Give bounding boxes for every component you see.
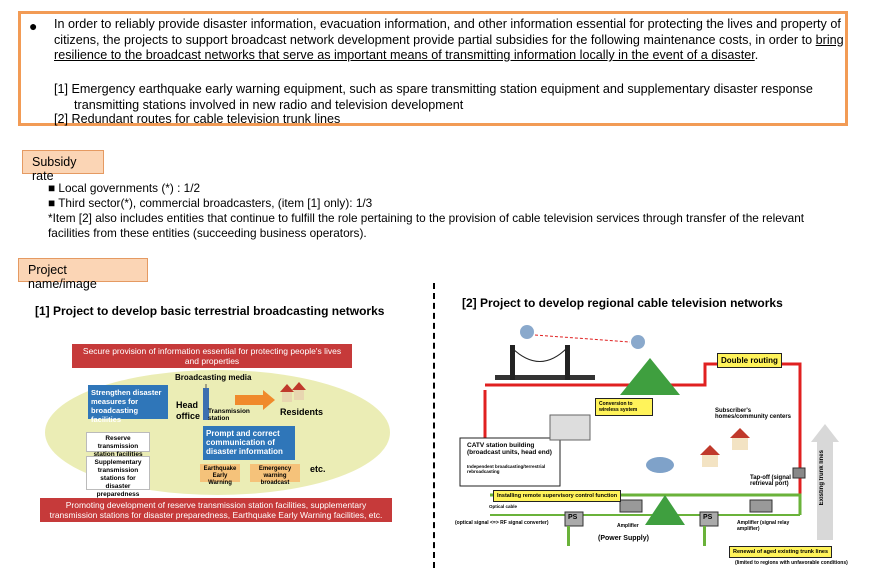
optical-signal-label: (optical signal <=> RF signal converter) (455, 520, 549, 526)
project-tag: Project name/image (18, 258, 148, 291)
project1-title: [1] Project to develop basic terrestrial… (35, 304, 385, 318)
trunk-label: Existing trunk lines (819, 450, 825, 506)
earthquake-box: Earthquake Early Warning (200, 464, 240, 486)
tower-icon (203, 384, 209, 420)
tapoff-label: Tap-off (signal retrieval port) (750, 475, 791, 487)
prompt-box: Prompt and correct communication of disa… (203, 426, 295, 460)
double-routing-label: Double routing (717, 353, 782, 368)
intro-box: ● In order to reliably provide disaster … (18, 11, 848, 126)
diagram-cable: Double routing Conversion to wireless sy… (455, 320, 870, 570)
amplifier2-label: Amplifier (signal relay amplifier) (737, 520, 790, 532)
item1-line1: [1] Emergency earthquake early warning e… (54, 82, 813, 96)
residents-label: Residents (280, 407, 324, 417)
conversion-label: Conversion to wireless system (595, 398, 653, 416)
houses-icon (280, 382, 306, 402)
limited-label: (limited to regions with unfavorable con… (735, 560, 848, 566)
intro-text: In order to reliably provide disaster in… (54, 17, 841, 47)
rate-third-sector: ■ Third sector(*), commercial broadcaste… (48, 196, 373, 210)
strengthen-box: Strengthen disaster measures for broadca… (88, 385, 168, 424)
intro-item-1: [1] Emergency earthquake early warning e… (54, 82, 844, 113)
installing-label: Installing remote supervisory control fu… (493, 490, 622, 502)
subsidy-rates: ■ Local governments (*) : 1/2 ■ Third se… (48, 181, 848, 241)
supplementary-box: Supplementary transmission stations for … (86, 456, 150, 498)
intro-item-2: [2] Redundant routes for cable televisio… (54, 112, 341, 126)
catv-label: CATV station building (broadcast units, … (467, 442, 552, 456)
subscribers-label: Subscriber's homes/community centers (715, 408, 792, 420)
amplifier1-label: Amplifier (617, 523, 639, 529)
bullet-icon: ● (29, 18, 38, 34)
power-supply-label: (Power Supply) (598, 535, 649, 542)
etc-label: etc. (310, 464, 326, 474)
divider (433, 283, 435, 568)
intro-underlined-text: bring resilience to the broadcast networ… (54, 32, 844, 63)
top-banner: Secure provision of information essentia… (72, 344, 352, 368)
diagram-terrestrial: Secure provision of information essentia… (40, 340, 410, 530)
reserve-box: Reserve transmission station facilities (86, 432, 150, 458)
arrow-icon (235, 390, 275, 410)
bottom-banner: Promoting development of reserve transmi… (40, 498, 392, 522)
emergency-box: Emergency warning broadcast (250, 464, 300, 486)
cable-network-graphic (459, 325, 839, 546)
item1-line2: transmitting stations involved in new ra… (74, 97, 464, 112)
broadcasting-media-label: Broadcasting media (175, 373, 252, 382)
ps1-label: PS (568, 514, 578, 521)
rate-note: *Item [2] also includes entities that co… (48, 211, 805, 240)
transmission-station-label: Transmission station (208, 408, 250, 422)
head-office-label: Head office (176, 400, 201, 421)
rate-local: ■ Local governments (*) : 1/2 (48, 181, 201, 195)
ps2-label: PS (703, 514, 713, 521)
project2-title: [2] Project to develop regional cable te… (462, 296, 783, 310)
intro-text-end: . (754, 48, 759, 62)
optical-cable-label: Optical cable (489, 504, 518, 509)
independent-label: Independent broadcasting/terrestrial reb… (467, 464, 546, 474)
renewal-label: Renewal of aged existing trunk lines (729, 546, 833, 558)
subsidy-rate-tag: Subsidy rate (22, 150, 104, 183)
intro-paragraph: In order to reliably provide disaster in… (54, 17, 844, 64)
